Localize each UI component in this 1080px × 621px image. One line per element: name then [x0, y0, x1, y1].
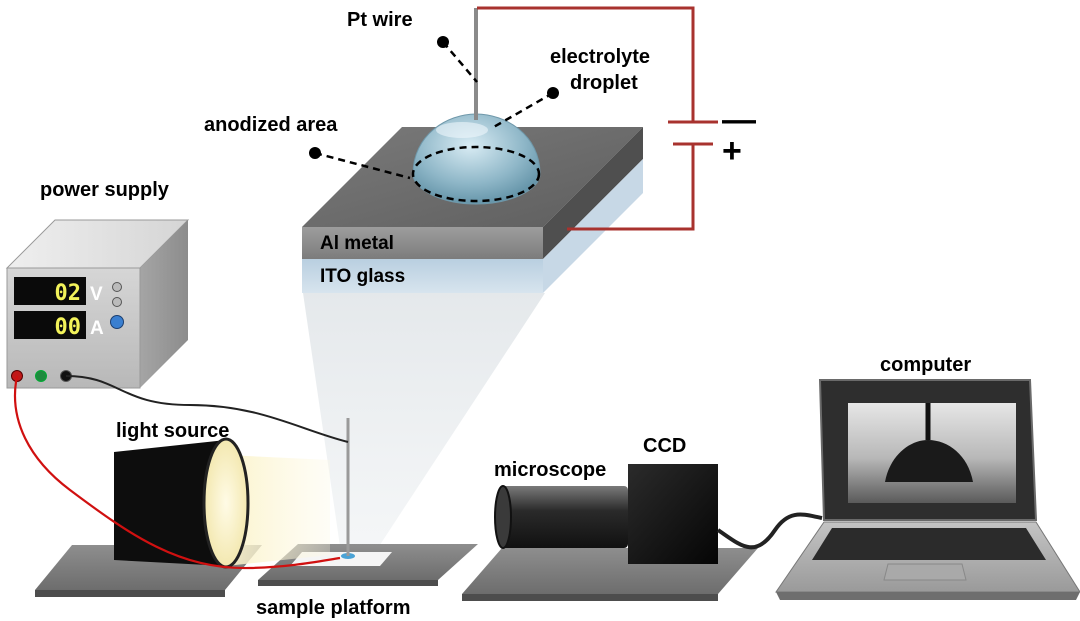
voltage-display-value: 02	[55, 281, 82, 306]
light-source	[35, 437, 330, 597]
light-source-body	[114, 440, 226, 566]
current-display-value: 00	[55, 315, 82, 340]
ccd-cable	[716, 512, 823, 550]
sample-platform-edge	[258, 580, 438, 586]
label-ito-glass: ITO glass	[320, 266, 405, 287]
illumination-beam	[303, 293, 545, 560]
microscope-body	[500, 486, 628, 548]
label-power-supply: power supply	[40, 179, 170, 201]
battery-minus-sign: —	[722, 101, 756, 139]
light-source-base-edge	[35, 590, 225, 597]
battery-plus-sign: +	[722, 132, 742, 170]
al-plate-front	[302, 227, 543, 259]
black-cable	[65, 375, 349, 443]
knob-middle	[112, 297, 122, 307]
laptop-touchpad	[883, 563, 967, 581]
pt-wire-pointer-dot	[437, 36, 449, 48]
droplet-highlight	[436, 122, 488, 138]
circuit	[477, 6, 718, 231]
label-pt-wire: Pt wire	[347, 9, 413, 31]
label-light-source: light source	[116, 420, 229, 442]
anodized-pointer-dot	[309, 147, 321, 159]
current-unit-label: A	[90, 318, 104, 339]
label-electrolyte: electrolyte	[550, 46, 650, 68]
knob-blue	[110, 315, 124, 329]
microscope-platform-edge	[462, 594, 718, 601]
voltage-unit-label: V	[90, 284, 103, 305]
power-supply-side	[140, 220, 188, 388]
power-supply: 02 V 00 A	[5, 219, 190, 389]
knob-top	[112, 282, 122, 292]
red-cable	[13, 375, 341, 570]
label-ccd: CCD	[643, 435, 686, 457]
microscope-assembly	[462, 464, 823, 601]
voltage-display	[14, 277, 86, 305]
label-sample-platform: sample platform	[256, 597, 410, 619]
droplet-pointer-dot	[547, 87, 559, 99]
microscope-lens	[494, 485, 512, 549]
anodization-cell	[302, 8, 643, 293]
ito-glass-front	[302, 259, 543, 293]
al-plate-side	[543, 127, 643, 259]
ito-glass-side	[543, 159, 643, 293]
laptop-front-edge	[776, 592, 1080, 600]
laptop-keyboard	[812, 528, 1046, 560]
light-beam-cone	[226, 455, 330, 566]
current-display	[14, 311, 86, 339]
label-al-metal: Al metal	[320, 233, 394, 254]
light-source-lens	[202, 437, 250, 569]
screen-image-droplet	[885, 440, 973, 482]
ccd-camera	[628, 464, 718, 564]
label-computer: computer	[880, 354, 971, 376]
label-anodized-area: anodized area	[204, 114, 338, 136]
label-droplet: droplet	[570, 72, 638, 94]
label-microscope: microscope	[494, 459, 606, 481]
laptop-computer	[775, 379, 1080, 600]
terminal-green	[35, 370, 47, 382]
anodized-area-outline	[411, 145, 541, 203]
callout-lines	[314, 41, 554, 180]
